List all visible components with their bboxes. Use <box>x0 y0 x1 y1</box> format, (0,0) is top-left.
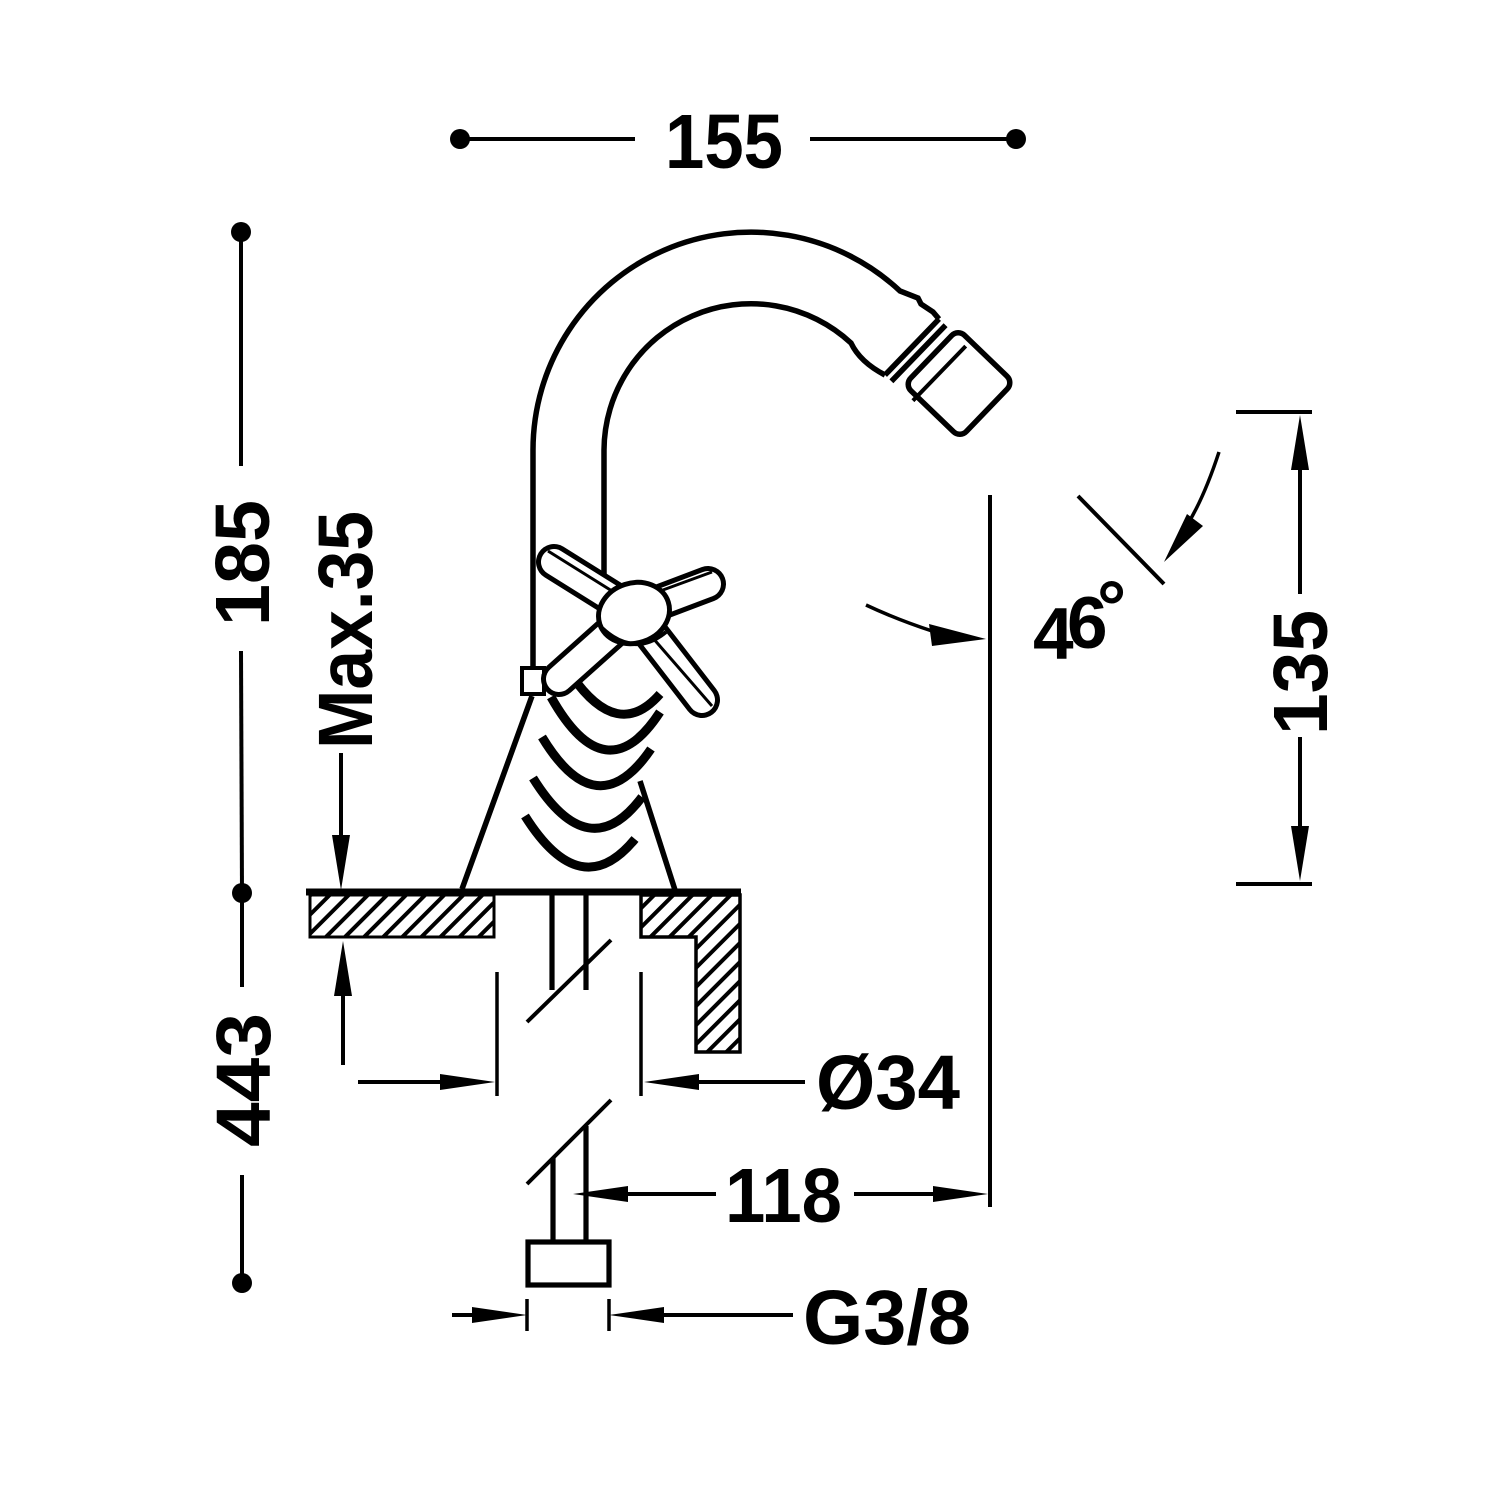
svg-text:155: 155 <box>665 99 783 185</box>
svg-text:443: 443 <box>201 1013 287 1147</box>
svg-text:6: 6 <box>1067 583 1108 664</box>
svg-text:°: ° <box>1097 567 1126 648</box>
svg-text:Max.35: Max.35 <box>303 511 389 749</box>
svg-text:135: 135 <box>1258 610 1344 735</box>
svg-text:G3/8: G3/8 <box>803 1275 971 1361</box>
svg-text:4: 4 <box>1033 594 1074 675</box>
svg-text:185: 185 <box>200 500 286 626</box>
svg-text:118: 118 <box>725 1153 842 1239</box>
svg-text:Ø34: Ø34 <box>816 1040 960 1126</box>
